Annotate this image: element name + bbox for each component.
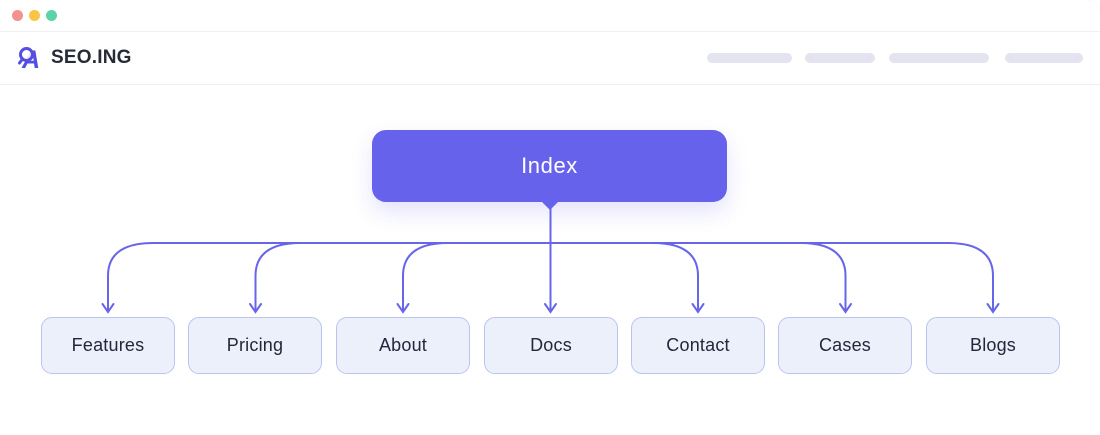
connector-paths xyxy=(101,207,1000,314)
brand-logo[interactable]: A SEO.ING xyxy=(17,45,132,72)
sitemap-node-about[interactable]: About xyxy=(336,317,470,374)
magnifier-A-logo-icon: A xyxy=(18,46,40,72)
index-node-tail xyxy=(540,201,559,210)
connector-branch-about xyxy=(402,242,449,311)
titlebar xyxy=(0,0,1100,32)
maximize-dot-icon xyxy=(46,10,57,21)
site-header: A SEO.ING xyxy=(0,32,1100,85)
node-label: Features xyxy=(71,335,145,355)
sitemap-diagram: Index Features Pricing About Docs Contac… xyxy=(0,86,1100,435)
node-label: Cases xyxy=(818,335,872,355)
node-label: Index xyxy=(521,153,578,178)
nav-placeholder-bar xyxy=(889,53,989,63)
arrowhead-icon xyxy=(986,303,1000,314)
arrowhead-icon xyxy=(101,303,115,314)
node-label: Pricing xyxy=(226,335,284,355)
arrowhead-icon xyxy=(396,303,410,314)
node-label: About xyxy=(378,335,428,355)
close-dot-icon xyxy=(12,10,23,21)
sitemap-node-contact[interactable]: Contact xyxy=(631,317,765,374)
brand-name-suffix: ING xyxy=(97,47,132,68)
arrowhead-icon xyxy=(544,303,557,314)
sitemap-node-docs[interactable]: Docs xyxy=(484,317,618,374)
sitemap-node-blogs[interactable]: Blogs xyxy=(926,317,1060,374)
nav-placeholder-bar xyxy=(707,53,792,63)
arrowhead-icon xyxy=(691,303,705,314)
connector-branch-pricing xyxy=(254,242,302,311)
connector-branch-cases xyxy=(799,242,847,311)
sitemap-node-pricing[interactable]: Pricing xyxy=(188,317,322,374)
sitemap-node-features[interactable]: Features xyxy=(41,317,175,374)
node-label: Docs xyxy=(530,335,572,355)
connector-branch-features xyxy=(107,242,154,311)
brand-name-prefix: SEO. xyxy=(51,47,98,68)
connector-branch-blogs xyxy=(947,242,994,311)
nav-placeholder-bar xyxy=(1005,53,1083,63)
connector-branch-contact xyxy=(652,242,699,311)
connector-lines xyxy=(101,207,1000,314)
sitemap-node-cases[interactable]: Cases xyxy=(778,317,912,374)
arrowhead-icon xyxy=(839,303,852,314)
minimize-dot-icon xyxy=(29,10,40,21)
nav-placeholder-bar xyxy=(805,53,875,63)
node-label: Blogs xyxy=(969,335,1017,355)
brand-name: SEO.ING xyxy=(51,47,132,69)
sitemap-node-index[interactable]: Index xyxy=(372,130,727,210)
nav-placeholder-group xyxy=(707,53,1083,63)
node-label: Contact xyxy=(666,335,730,355)
arrowhead-icon xyxy=(249,303,262,314)
